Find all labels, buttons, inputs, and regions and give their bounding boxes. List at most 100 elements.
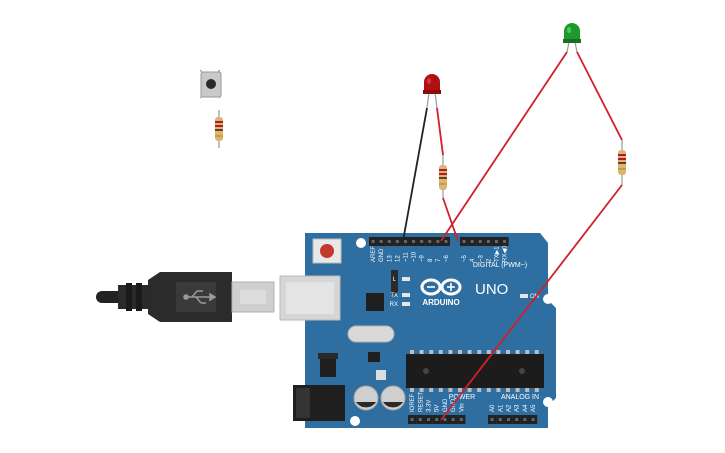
brand-label: ARDUINO <box>422 298 459 307</box>
chip-leg <box>534 350 539 354</box>
wire-red-led-to-resistor[interactable] <box>436 107 444 156</box>
power-header[interactable] <box>408 415 466 424</box>
usb-plug-metal-inner <box>240 290 266 304</box>
label-l: L <box>393 277 397 283</box>
chip-leg <box>496 388 501 392</box>
digital-header[interactable] <box>369 237 509 246</box>
chip-notch <box>423 368 429 374</box>
chip-dot <box>519 368 525 374</box>
pin-hole <box>420 240 424 243</box>
pin-hole <box>387 240 391 243</box>
chip-leg <box>515 350 520 354</box>
pin-hole <box>494 240 498 243</box>
pin-hole <box>412 240 416 243</box>
pin-hole <box>507 418 510 421</box>
led-on-indicator <box>520 294 528 298</box>
resistor-band <box>439 169 447 171</box>
resistor-button[interactable] <box>215 110 223 148</box>
pin-label: 8 <box>428 258 434 262</box>
pin-label: TX▶1 <box>494 246 500 262</box>
chip-leg <box>477 350 482 354</box>
usb-cable-ridge <box>126 283 132 311</box>
label-tx: TX <box>390 293 398 299</box>
chip-leg <box>429 350 434 354</box>
chip-leg <box>438 388 443 392</box>
reset-button[interactable] <box>320 244 334 258</box>
pin-hole <box>418 418 422 421</box>
pin-hole <box>395 240 399 243</box>
pin-label: A1 <box>498 404 504 412</box>
pin-label: ~6 <box>444 254 450 262</box>
icsp-header <box>391 270 398 294</box>
chip-legs <box>410 350 539 392</box>
pin-hole <box>444 240 448 243</box>
usb-cable[interactable] <box>96 272 275 322</box>
pin-label: ~9 <box>420 254 426 262</box>
chip-leg <box>410 350 414 354</box>
chip-leg <box>486 350 491 354</box>
pin-hole <box>459 418 463 421</box>
mounting-hole <box>356 238 366 248</box>
pin-hole <box>427 418 430 421</box>
resistor-green-led[interactable] <box>618 140 626 185</box>
resistor-band <box>618 158 626 160</box>
usb-chip <box>366 293 384 311</box>
wire-resistor-to-gnd[interactable] <box>440 184 623 421</box>
wire-green-led-to-resistor[interactable] <box>576 51 623 141</box>
led-green[interactable] <box>563 23 581 53</box>
resistor-band <box>215 121 223 123</box>
chip-leg <box>429 388 434 392</box>
resistor-band <box>439 177 447 179</box>
pin-label: 3.3V <box>427 400 433 412</box>
led-green-highlight <box>567 27 571 33</box>
resistor-band <box>618 154 626 156</box>
pin-hole <box>478 240 482 243</box>
pin-hole <box>515 418 519 421</box>
pin-hole <box>486 240 490 243</box>
chip-leg <box>419 388 424 392</box>
arduino-logo-icon <box>420 278 462 296</box>
capacitor-base <box>356 402 376 408</box>
wires <box>402 51 623 421</box>
pin-label: GND <box>379 248 385 262</box>
wire-led-to-gnd[interactable] <box>402 107 428 242</box>
voltage-regulator-tab <box>318 353 338 359</box>
pin-label: A0 <box>490 404 496 412</box>
pin-label: RX◀0 <box>503 245 509 262</box>
pin-label: ~10 <box>412 251 418 262</box>
pin-label: 7 <box>436 258 442 262</box>
led-green-rim <box>563 39 581 43</box>
wire-resistor-to-pin-9[interactable] <box>442 197 459 242</box>
pin-label: ~3 <box>478 254 484 262</box>
chip-leg <box>438 350 443 354</box>
pin-hole <box>503 240 507 243</box>
pin-hole <box>498 418 502 421</box>
chip-leg <box>410 388 414 392</box>
resistor-red-led[interactable] <box>439 155 447 198</box>
pin-hole <box>436 240 440 243</box>
pin-hole <box>523 418 527 421</box>
pin-label: A5 <box>531 404 537 412</box>
mounting-hole <box>543 397 553 407</box>
pin-hole <box>490 418 494 421</box>
analog-header[interactable] <box>488 415 538 424</box>
chip-leg <box>506 350 510 354</box>
pushbutton[interactable] <box>199 69 222 99</box>
chip-leg <box>477 388 482 392</box>
pin-hole <box>462 240 466 243</box>
power-label: POWER <box>449 394 475 401</box>
resistor-band <box>439 183 447 185</box>
resistor-band <box>618 168 626 170</box>
label-on: ON <box>530 294 539 300</box>
led-red[interactable] <box>423 74 441 109</box>
chip-leg <box>486 388 491 392</box>
power-jack-front <box>296 388 310 418</box>
pin-hole <box>410 418 414 421</box>
wire-green-led-to-pin-10[interactable] <box>440 51 568 242</box>
resistor-band <box>439 173 447 175</box>
digital-label: DIGITAL (PWM~) <box>473 262 527 269</box>
pin-label: 4 <box>470 258 476 262</box>
